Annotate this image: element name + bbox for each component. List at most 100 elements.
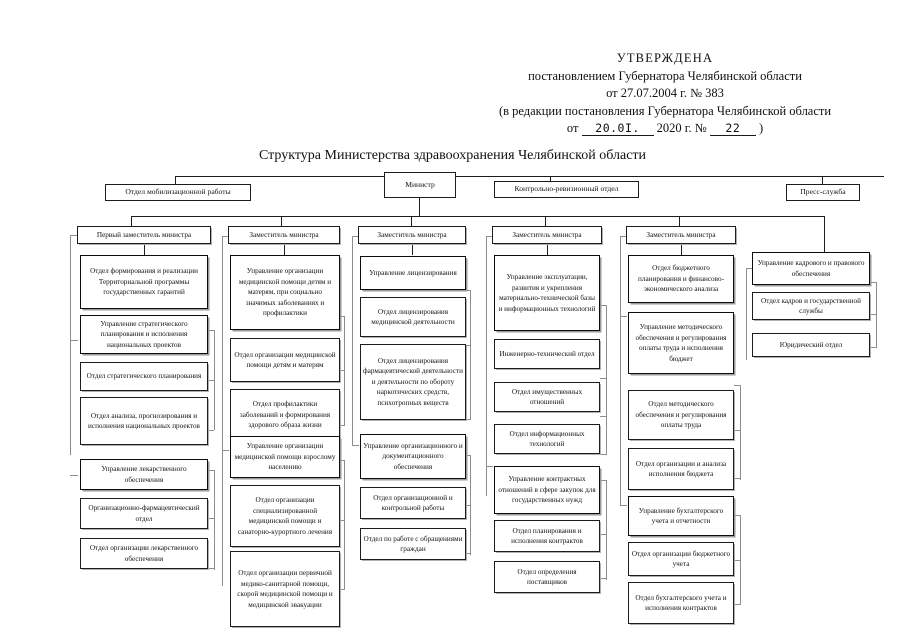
column-4-node-1[interactable]: Управление эксплуатации, развития и укре… bbox=[494, 255, 600, 331]
approval-line-3: от 27.07.2004 г. № 383 bbox=[606, 86, 724, 100]
column-4-node-3[interactable]: Отдел имущественных отношений bbox=[494, 382, 600, 412]
unit-label: Управление организации медицинской помощ… bbox=[238, 267, 332, 318]
connector-c4-group2-bracket bbox=[606, 480, 607, 580]
connector-c4-g1-b bbox=[600, 454, 606, 455]
column-3-node-5[interactable]: Отдел организационной и контрольной рабо… bbox=[360, 487, 466, 519]
unit-label: Управление эксплуатации, развития и укре… bbox=[498, 273, 596, 313]
connector-c2-head-down bbox=[284, 244, 285, 255]
unit-label: Управление организационного и документац… bbox=[363, 441, 463, 471]
column-5-head[interactable]: Заместитель министра bbox=[626, 226, 736, 244]
connector-c5-g2-t bbox=[734, 515, 740, 516]
unit-label: Управление контрактных отношений в сфере… bbox=[498, 475, 596, 505]
unit-label: Контрольно-ревизионный отдел bbox=[514, 184, 619, 194]
connector-c5-spine-top bbox=[620, 236, 627, 237]
unit-label: Отдел имущественных отношений bbox=[511, 387, 583, 407]
column-1-node-6[interactable]: Организационно-фармацевтический отдел bbox=[80, 498, 208, 529]
column-1-node-5[interactable]: Управление лекарственного обеспечения bbox=[80, 459, 208, 490]
unit-label: Управление организации медицинской помощ… bbox=[234, 442, 336, 472]
column-3-node-1[interactable]: Управление лицензирования bbox=[360, 256, 466, 290]
column-5-node-7[interactable]: Отдел бухгалтерского учета и исполнения … bbox=[628, 582, 734, 624]
column-3-head[interactable]: Заместитель министра bbox=[358, 226, 466, 244]
unit-label: Отдел организационной и контрольной рабо… bbox=[373, 493, 453, 513]
connector-top-right-drop-1 bbox=[550, 176, 551, 181]
connector-c2-g1-t bbox=[338, 316, 344, 317]
connector-level1-drop-3 bbox=[411, 216, 412, 226]
column-5-node-3[interactable]: Отдел методического обеспечения и регули… bbox=[628, 390, 734, 440]
connector-c4-g2-b bbox=[600, 578, 606, 579]
connector-c3-head-down bbox=[412, 244, 413, 255]
column-4-node-2[interactable]: Инженерно-технический отдел bbox=[494, 339, 600, 369]
connector-c1-group1-bracket bbox=[214, 330, 215, 430]
connector-c1-spine-top bbox=[70, 235, 78, 236]
unit-label: Отдел информационных технологий bbox=[509, 429, 585, 449]
unit-label: Заместитель министра bbox=[646, 230, 716, 239]
column-2-node-3[interactable]: Отдел профилактики заболеваний и формиро… bbox=[230, 389, 340, 441]
connector-c1-g1-b bbox=[208, 430, 214, 431]
unit-control-audit-department[interactable]: Контрольно-ревизионный отдел bbox=[494, 181, 639, 198]
column-5-node-2[interactable]: Управление методического обеспечения и р… bbox=[628, 312, 734, 374]
unit-minister[interactable]: Министр bbox=[384, 172, 456, 198]
connector-c3-group2-bracket bbox=[470, 455, 471, 555]
column-6-node-3[interactable]: Юридический отдел bbox=[752, 333, 870, 357]
column-2-node-6[interactable]: Отдел организации первичной медико-санит… bbox=[230, 551, 340, 627]
column-3-node-3[interactable]: Отдел лицензирования фармацевтической де… bbox=[360, 344, 466, 420]
unit-label: Отдел методического обеспечения и регули… bbox=[635, 400, 727, 430]
approval-block: УТВЕРЖДЕНА постановлением Губернатора Че… bbox=[430, 50, 900, 138]
connector-c4-spine-top bbox=[486, 236, 493, 237]
approval-line-1: УТВЕРЖДЕНА bbox=[616, 51, 714, 65]
column-5-node-4[interactable]: Отдел организации и анализа исполнения б… bbox=[628, 448, 734, 490]
unit-label: Отдел анализа, прогнозирования и исполне… bbox=[88, 411, 200, 431]
connector-c5-group2-bracket bbox=[740, 515, 741, 605]
connector-level1-drop-6 bbox=[824, 216, 825, 252]
column-3-node-2[interactable]: Отдел лицензирования медицинской деятель… bbox=[360, 297, 466, 337]
column-2-node-1[interactable]: Управление организации медицинской помощ… bbox=[230, 255, 340, 330]
unit-mobilization-department[interactable]: Отдел мобилизационной работы bbox=[105, 184, 251, 201]
unit-press-service[interactable]: Пресс-служба bbox=[786, 184, 860, 201]
column-1-head[interactable]: Первый заместитель министра bbox=[77, 226, 211, 244]
approval-number-value: 22 bbox=[709, 121, 756, 136]
connector-c1-g2-t bbox=[208, 470, 214, 471]
connector-c6-g-t bbox=[870, 282, 876, 283]
unit-label: Отдел определения поставщиков bbox=[517, 567, 577, 587]
approval-line-2: постановлением Губернатора Челябинской о… bbox=[528, 68, 802, 83]
chart-title: Структура Министерства здравоохранения Ч… bbox=[258, 148, 647, 163]
approval-line-5: от 20.0I. 2020 г. № 22 ) bbox=[430, 120, 900, 138]
connector-c5-g1-b bbox=[734, 478, 740, 479]
column-1-node-7[interactable]: Отдел организации лекарственного обеспеч… bbox=[80, 538, 208, 569]
column-5-node-6[interactable]: Отдел организации бюджетного учета bbox=[628, 542, 734, 576]
connector-c6-g-m bbox=[870, 314, 876, 315]
unit-label: Юридический отдел bbox=[779, 340, 843, 349]
connector-c3-g1-m bbox=[464, 345, 470, 346]
column-2-head[interactable]: Заместитель министра bbox=[228, 226, 340, 244]
connector-c5-g1-t bbox=[734, 385, 740, 386]
column-3-node-4[interactable]: Управление организационного и документац… bbox=[360, 434, 466, 479]
column-3-node-6[interactable]: Отдел по работе с обращениями граждан bbox=[360, 528, 466, 560]
unit-label: Отдел бюджетного планирования и финансов… bbox=[638, 264, 724, 294]
column-6-node-1[interactable]: Управление кадрового и правового обеспеч… bbox=[752, 252, 870, 285]
approval-year-label: 2020 г. № bbox=[656, 121, 707, 135]
column-1-node-1[interactable]: Отдел формирования и реализации Территор… bbox=[80, 255, 208, 309]
column-4-node-6[interactable]: Отдел планирования и исполнения контракт… bbox=[494, 520, 600, 552]
unit-label: Заместитель министра bbox=[377, 230, 447, 239]
connector-c2-g1-b bbox=[338, 425, 344, 426]
connector-c2-g1-m bbox=[338, 370, 344, 371]
column-1-node-3[interactable]: Отдел стратегического планирования bbox=[80, 362, 208, 391]
connector-c2-g2-m bbox=[338, 520, 344, 521]
column-4-head[interactable]: Заместитель министра bbox=[492, 226, 602, 244]
column-5-node-5[interactable]: Управление бухгалтерского учета и отчетн… bbox=[628, 496, 734, 536]
unit-label: Пресс-служба bbox=[800, 187, 846, 197]
column-5-node-1[interactable]: Отдел бюджетного планирования и финансов… bbox=[628, 255, 734, 303]
column-1-node-2[interactable]: Управление стратегического планирования … bbox=[80, 315, 208, 354]
unit-label: Отдел организации первичной медико-санит… bbox=[237, 569, 333, 609]
column-2-node-5[interactable]: Отдел организации специализированной мед… bbox=[230, 485, 340, 547]
column-1-node-4[interactable]: Отдел анализа, прогнозирования и исполне… bbox=[80, 397, 208, 445]
column-6-node-2[interactable]: Отдел кадров и государственной службы bbox=[752, 292, 870, 320]
column-2-node-2[interactable]: Отдел организации медицинской помощи дет… bbox=[230, 338, 340, 382]
connector-c4-g2-m bbox=[600, 534, 606, 535]
column-4-node-4[interactable]: Отдел информационных технологий bbox=[494, 424, 600, 454]
column-4-node-5[interactable]: Управление контрактных отношений в сфере… bbox=[494, 466, 600, 514]
column-4-node-7[interactable]: Отдел определения поставщиков bbox=[494, 561, 600, 593]
connector-c5-spine bbox=[620, 236, 621, 506]
connector-c3-g2-m bbox=[464, 505, 470, 506]
column-2-node-4[interactable]: Управление организации медицинской помощ… bbox=[230, 436, 340, 478]
